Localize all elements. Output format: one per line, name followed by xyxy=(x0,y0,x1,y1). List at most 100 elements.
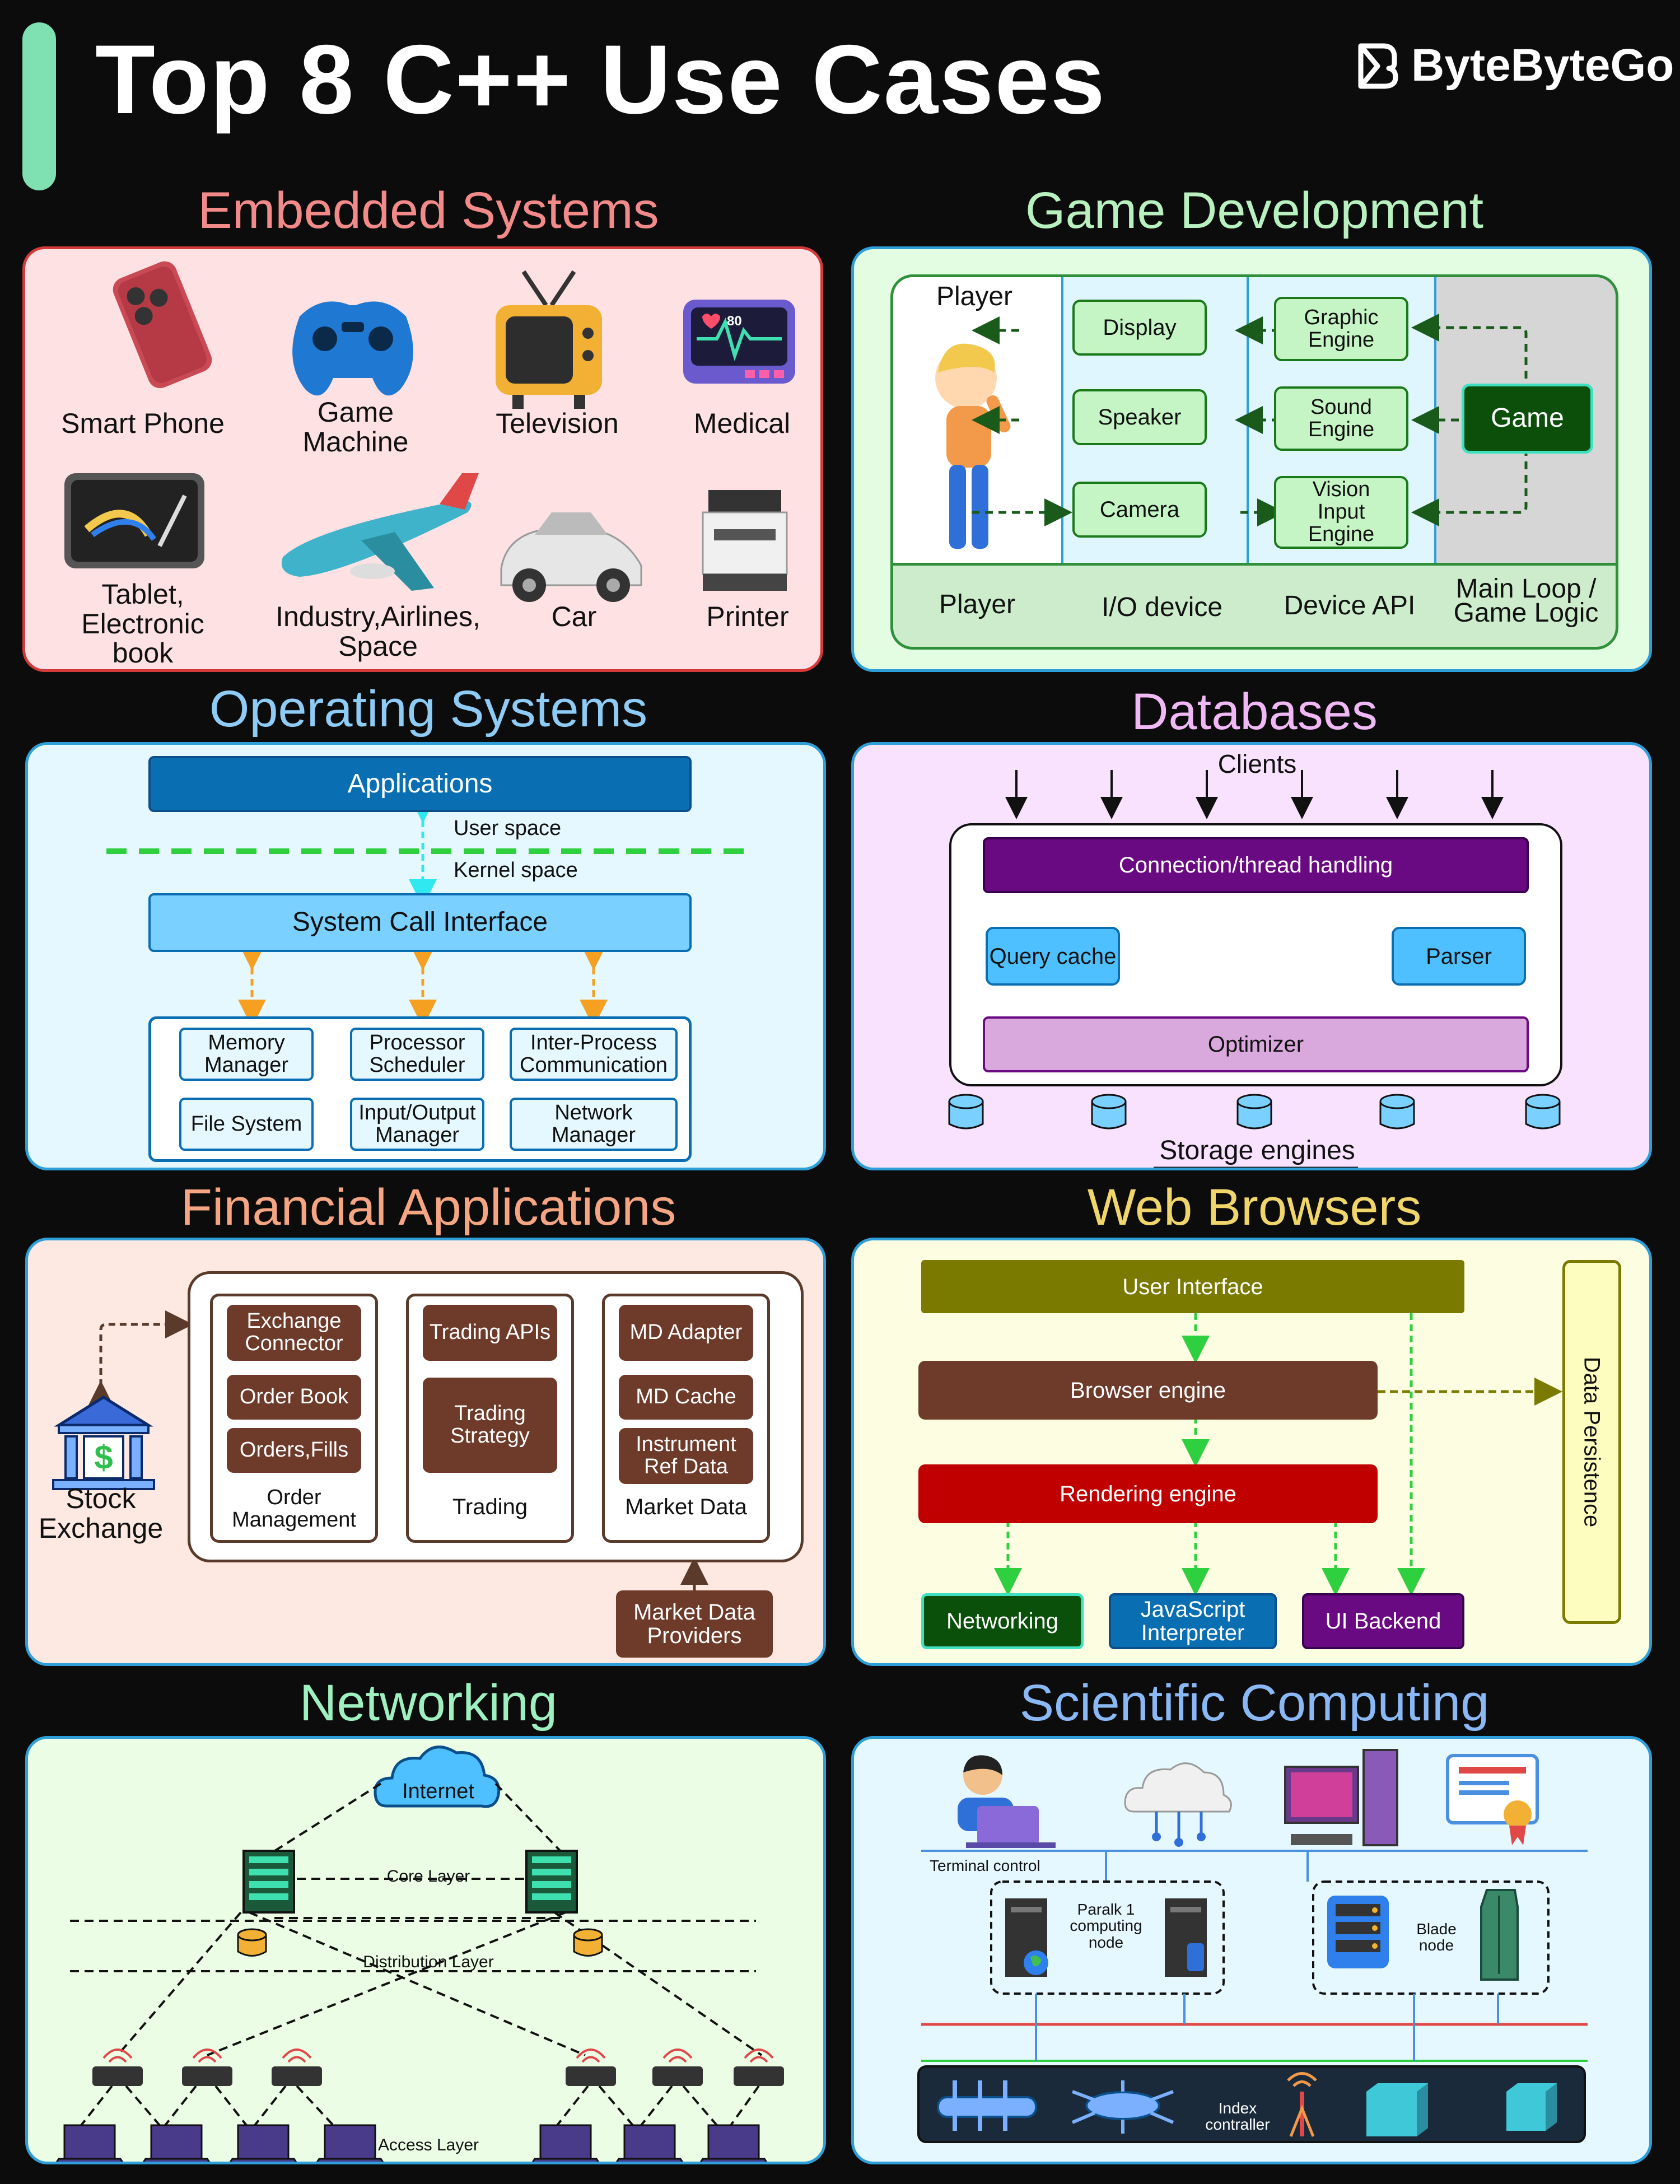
web-networking: Networking xyxy=(921,1593,1084,1649)
blade-rack-icon xyxy=(1480,1889,1519,1981)
sci-panel: Terminal control Paralk 1 computing node… xyxy=(851,1736,1652,2164)
web-title: Web Browsers xyxy=(1087,1179,1422,1236)
svg-text:80: 80 xyxy=(727,314,742,329)
tablet-icon xyxy=(64,473,204,568)
fin-exchange-connector: Exchange Connector xyxy=(227,1305,361,1361)
game-col-label-io: I/O device xyxy=(1101,592,1223,622)
fin-md-adapter: MD Adapter xyxy=(619,1305,753,1361)
storage-block-icon xyxy=(1366,2083,1428,2136)
os-title: Operating Systems xyxy=(209,680,648,738)
server-tower-icon xyxy=(1165,1898,1207,1977)
embedded-label-medical: Medical xyxy=(693,408,791,439)
router-icons xyxy=(92,2048,784,2086)
brand-logo: ByteByteGo xyxy=(1355,39,1674,92)
web-javascript-interpreter: JavaScript Interpreter xyxy=(1109,1593,1277,1649)
embedded-title: Embedded Systems xyxy=(198,182,659,239)
player-avatar-icon xyxy=(935,343,1011,549)
net-internet: Internet xyxy=(402,1780,474,1803)
embedded-label-television: Television xyxy=(496,408,619,439)
io-speaker: Speaker xyxy=(1072,389,1207,445)
embedded-label-car: Car xyxy=(551,601,597,632)
game-col-label-logic: Main Loop / Game Logic xyxy=(1453,574,1599,628)
os-file-system: File System xyxy=(179,1098,314,1151)
fin-panel: $ Stock Exchange Exchange Connector Orde… xyxy=(25,1238,826,1666)
embedded-label-smartphone: Smart Phone xyxy=(61,408,225,439)
fin-stock-exchange: Stock Exchange xyxy=(38,1483,164,1544)
game-panel: Player Display Speaker Camera Graphic En… xyxy=(851,246,1652,672)
io-display: Display xyxy=(1072,300,1207,356)
bytebytego-logo-icon xyxy=(1358,43,1398,89)
fin-market-data-providers: Market Data Providers xyxy=(616,1590,773,1658)
antenna-icon xyxy=(1287,2072,1317,2137)
web-arrows xyxy=(994,1313,1562,1596)
sci-diagram xyxy=(917,1749,1588,2143)
game-node: Game xyxy=(1462,384,1593,454)
embedded-label-printer: Printer xyxy=(706,601,789,632)
switch-icon xyxy=(937,2080,1037,2131)
db-connection-handling: Connection/thread handling xyxy=(983,837,1529,893)
fin-trading-strategy: Trading Strategy xyxy=(423,1378,557,1473)
os-user-space: User space xyxy=(454,816,562,840)
brand-name: ByteByteGo xyxy=(1411,40,1674,91)
fin-trading-group xyxy=(406,1294,574,1543)
car-icon xyxy=(500,512,642,602)
bank-icon: $ xyxy=(52,1396,155,1490)
fin-arrows: $ xyxy=(52,1310,708,1590)
fin-trading-label: Trading xyxy=(452,1495,528,1519)
gamepad-icon xyxy=(292,301,413,396)
db-parser: Parser xyxy=(1392,927,1526,986)
storage-cylinders xyxy=(948,1094,1561,1130)
os-arrows xyxy=(106,795,756,1028)
fin-trading-apis: Trading APIs xyxy=(423,1305,557,1361)
sci-blade-node: Blade node xyxy=(1416,1920,1457,1954)
web-data-persistence: Data Persistence xyxy=(1562,1260,1621,1624)
heart-monitor-icon: 80 xyxy=(683,300,795,384)
fin-market-data-label: Market Data xyxy=(625,1495,747,1519)
airplane-icon xyxy=(282,473,479,591)
sci-terminal-control: Terminal control xyxy=(930,1857,1040,1874)
net-distribution-layer: Distribution Layer xyxy=(363,1953,494,1971)
desktop-computer-icon xyxy=(1284,1749,1398,1846)
db-panel: Clients Connection/thread handling Query… xyxy=(851,742,1652,1170)
os-applications: Applications xyxy=(148,756,692,812)
embedded-label-tablet: Tablet, Electronic book xyxy=(81,578,204,669)
server-tower-icon xyxy=(1005,1898,1048,1977)
api-graphic-engine: Graphic Engine xyxy=(1274,297,1408,361)
smartphone-icon xyxy=(113,261,212,389)
storage-block-icon xyxy=(1506,2083,1557,2131)
title-accent-bar xyxy=(22,22,56,190)
fin-order-group xyxy=(210,1294,378,1543)
net-core-layer: Core Layer xyxy=(386,1867,470,1886)
db-clients: Clients xyxy=(1217,749,1297,778)
game-col-label-api: Device API xyxy=(1284,591,1416,620)
fin-orders-fills: Orders,Fills xyxy=(227,1428,361,1473)
page-title: Top 8 C++ Use Cases xyxy=(95,25,1107,134)
web-rendering-engine: Rendering engine xyxy=(918,1464,1378,1523)
os-ipc: Inter-Process Communication xyxy=(510,1028,678,1081)
api-vision-input-engine: Vision Input Engine xyxy=(1274,476,1408,549)
distribution-switch-icon xyxy=(237,1928,603,1957)
embedded-icons: 80 xyxy=(64,261,795,602)
db-query-cache: Query cache xyxy=(986,927,1120,986)
core-server-icon xyxy=(242,1850,295,1914)
scientist-icon xyxy=(958,1755,1056,1848)
fin-market-data-group xyxy=(602,1294,770,1543)
web-panel: User Interface Browser engine Rendering … xyxy=(851,1238,1652,1666)
fin-order-management-label: Order Management xyxy=(232,1486,356,1532)
fin-title: Financial Applications xyxy=(180,1179,676,1236)
embedded-label-industry: Industry,Airlines, Space xyxy=(276,601,480,662)
svg-text:$: $ xyxy=(94,1439,113,1476)
game-title: Game Development xyxy=(1025,182,1484,239)
os-memory-manager: Memory Manager xyxy=(179,1028,314,1081)
fin-instrument-ref-data: Instrument Ref Data xyxy=(619,1428,753,1484)
sci-parallel-node: Paralk 1 computing node xyxy=(1070,1901,1142,1951)
television-icon xyxy=(496,270,602,409)
game-player-top-label: Player xyxy=(936,282,1013,311)
io-camera: Camera xyxy=(1072,482,1207,538)
fin-order-book: Order Book xyxy=(227,1375,361,1420)
embedded-panel: 80 S xyxy=(22,246,823,672)
game-col-label-player: Player xyxy=(939,590,1016,619)
printer-icon xyxy=(702,490,788,591)
embedded-label-game-machine: Game Machine xyxy=(302,396,409,458)
os-io-manager: Input/Output Manager xyxy=(350,1098,484,1151)
